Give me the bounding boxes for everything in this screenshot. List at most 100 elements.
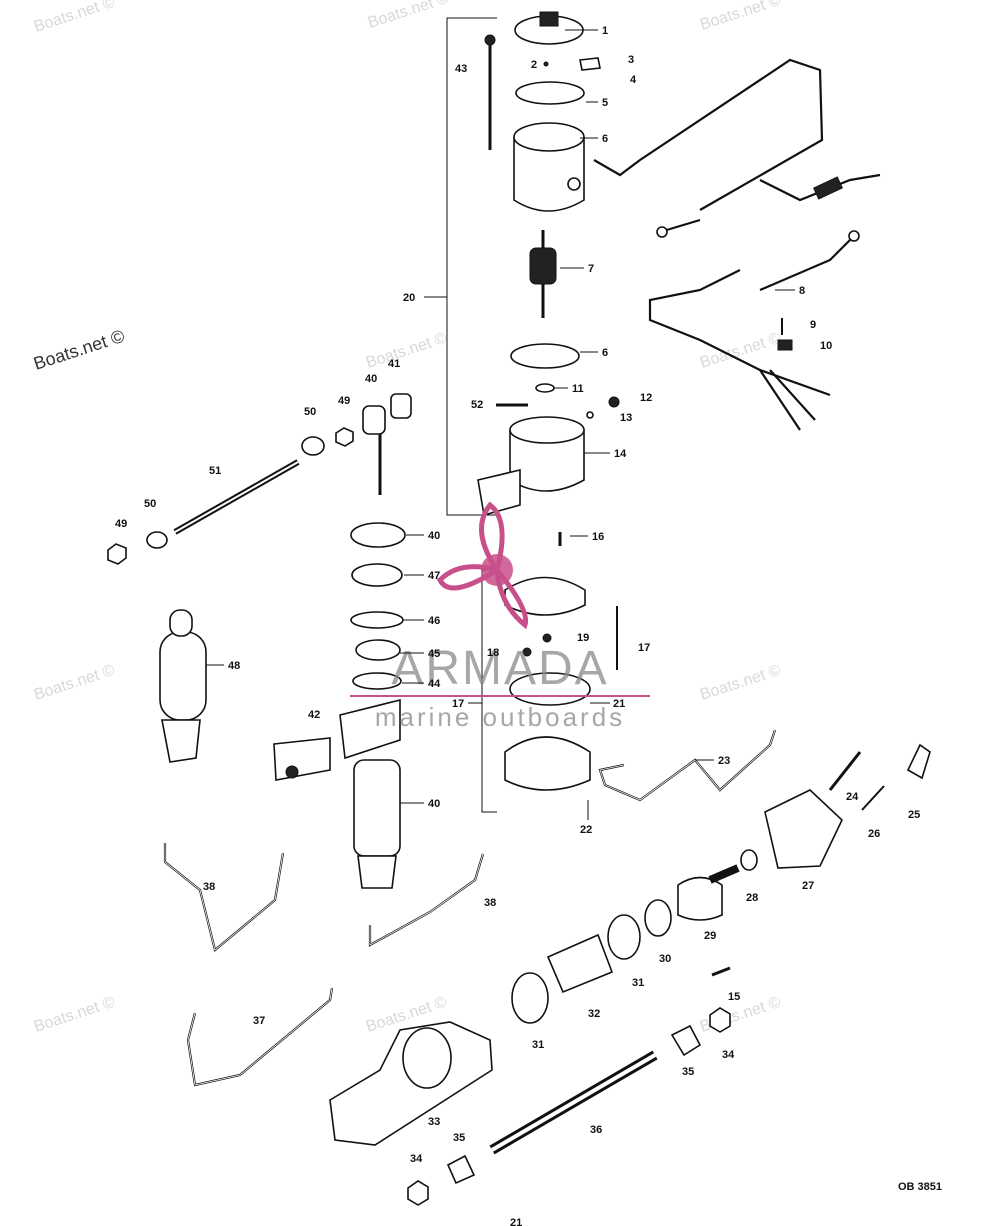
harness-wire bbox=[759, 368, 831, 397]
callout-10: 10 bbox=[820, 340, 832, 352]
screw-part bbox=[861, 785, 885, 811]
callout-48: 48 bbox=[228, 660, 240, 672]
watermark: Boats.net © bbox=[32, 662, 117, 704]
pivot-rod-highlight bbox=[174, 461, 299, 533]
mounting-flange bbox=[477, 468, 521, 517]
housing-bore bbox=[402, 1027, 452, 1089]
callout-42: 42 bbox=[308, 709, 320, 721]
swivel-housing-part bbox=[329, 1021, 493, 1146]
callout-19: 19 bbox=[577, 632, 589, 644]
callout-31b: 31 bbox=[532, 1039, 544, 1051]
lower-bracket-assembly bbox=[329, 743, 931, 1206]
callout-7: 7 bbox=[588, 263, 594, 275]
o-ring-part bbox=[511, 972, 549, 1024]
callout-30: 30 bbox=[659, 953, 671, 965]
callout-3: 3 bbox=[628, 54, 634, 66]
watermark: Boats.net © bbox=[698, 330, 783, 372]
wiring-harness bbox=[593, 58, 881, 431]
callout-14: 14 bbox=[614, 448, 627, 460]
callout-21: 21 bbox=[613, 698, 625, 710]
callout-12: 12 bbox=[640, 392, 652, 404]
callout-22: 22 bbox=[580, 824, 592, 836]
brand-propeller-blade bbox=[494, 568, 529, 630]
callout-38: 38 bbox=[203, 881, 215, 893]
washer-part bbox=[146, 531, 168, 549]
washer-part bbox=[301, 436, 325, 456]
callout-24: 24 bbox=[846, 791, 859, 803]
trim-cylinder-assembly bbox=[107, 393, 412, 889]
watermark: Boats.net © bbox=[32, 0, 117, 36]
electric-motor-assembly bbox=[424, 11, 620, 546]
ring-terminal bbox=[656, 226, 668, 238]
watermark: Boats.net © bbox=[31, 326, 127, 374]
armature-part bbox=[529, 247, 557, 285]
tilt-cylinder-clevis bbox=[357, 855, 397, 889]
callout-26: 26 bbox=[868, 828, 880, 840]
shock-eye-part bbox=[362, 405, 386, 435]
callout-23: 23 bbox=[718, 755, 730, 767]
callout-18: 18 bbox=[487, 647, 499, 659]
callout-40b: 40 bbox=[428, 530, 440, 542]
plate-part bbox=[273, 737, 331, 781]
callout-2: 2 bbox=[531, 59, 537, 71]
fitting-part bbox=[711, 966, 731, 977]
check-ball bbox=[522, 647, 532, 657]
nut-part bbox=[709, 1007, 731, 1033]
bushing-part bbox=[390, 393, 412, 419]
hydraulic-lines bbox=[163, 729, 777, 1087]
manifold-part bbox=[764, 789, 843, 869]
hydraulic-line-38 bbox=[163, 843, 285, 952]
brand-propeller-blade bbox=[436, 564, 499, 591]
bushing-part bbox=[670, 1024, 702, 1057]
brush-spring-part bbox=[579, 57, 601, 71]
callout-25: 25 bbox=[908, 809, 920, 821]
cylinder-head-part bbox=[351, 563, 403, 587]
callout-38b: 38 bbox=[484, 897, 496, 909]
callout-34: 34 bbox=[722, 1049, 735, 1061]
callout-8: 8 bbox=[799, 285, 805, 297]
callout-49: 49 bbox=[115, 518, 127, 530]
brand-logo: ARMADA marine outboards bbox=[350, 501, 650, 732]
callout-11: 11 bbox=[572, 383, 584, 395]
end-cap-terminal bbox=[539, 11, 559, 27]
group-bracket-20 bbox=[446, 17, 497, 516]
hydraulic-line-38-inner bbox=[369, 853, 484, 946]
connector-part bbox=[813, 176, 843, 200]
brand-propeller-blade bbox=[479, 501, 505, 572]
callout-16: 16 bbox=[592, 531, 604, 543]
callout-31: 31 bbox=[632, 977, 644, 989]
callout-43: 43 bbox=[455, 63, 467, 75]
seal-part bbox=[586, 411, 594, 419]
callout-49b: 49 bbox=[338, 395, 350, 407]
callout-20: 20 bbox=[403, 292, 415, 304]
brand-tagline: marine outboards bbox=[375, 702, 625, 732]
tilt-cylinder-part bbox=[353, 759, 401, 857]
bushing-part bbox=[446, 1154, 476, 1185]
plug-part bbox=[608, 396, 620, 408]
callout-51: 51 bbox=[209, 465, 221, 477]
watermark-group: Boats.net © Boats.net © Boats.net © Boat… bbox=[31, 0, 783, 1036]
motor-frame-top bbox=[513, 122, 585, 152]
o-ring-part bbox=[740, 849, 758, 871]
o-ring-part bbox=[350, 611, 404, 629]
callout-50: 50 bbox=[144, 498, 156, 510]
callout-15: 15 bbox=[728, 991, 740, 1003]
frame-screw bbox=[567, 177, 581, 191]
callout-9: 9 bbox=[810, 319, 816, 331]
washer-part bbox=[543, 61, 549, 67]
harness-wire bbox=[769, 369, 816, 421]
callout-13: 13 bbox=[620, 412, 632, 424]
fitting-part bbox=[285, 765, 299, 779]
brand-name: ARMADA bbox=[391, 642, 608, 695]
watermark: Boats.net © bbox=[364, 330, 449, 372]
callout-40: 40 bbox=[428, 798, 440, 810]
nut-part bbox=[335, 427, 354, 447]
callout-1: 1 bbox=[602, 25, 608, 37]
callout-44: 44 bbox=[428, 678, 441, 690]
callout-37: 37 bbox=[253, 1015, 265, 1027]
shaft-highlight bbox=[490, 1053, 657, 1152]
piston-rod-part bbox=[708, 864, 740, 884]
hydraulic-line-37-inner bbox=[187, 987, 333, 1086]
callout-41: 41 bbox=[388, 358, 400, 370]
